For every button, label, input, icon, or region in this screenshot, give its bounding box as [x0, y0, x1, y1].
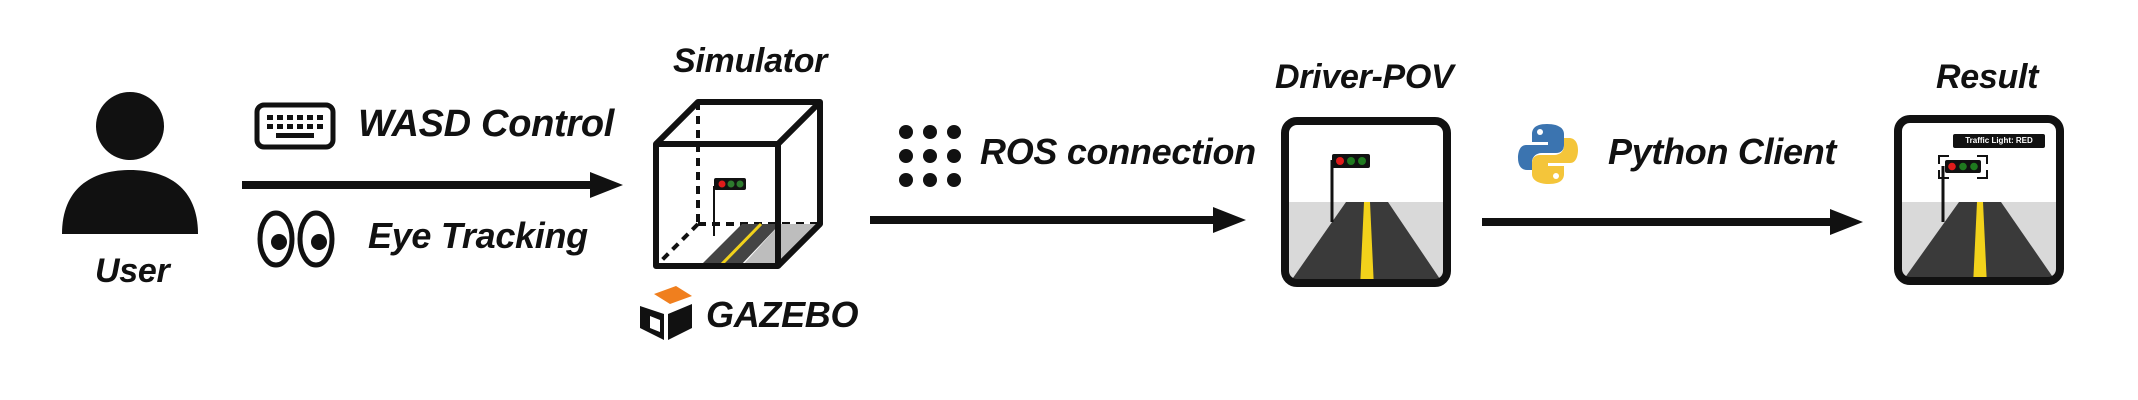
python-client-label: Python Client — [1608, 131, 1837, 172]
result-label: Result — [1936, 58, 2039, 96]
eye-tracking-label: Eye Tracking — [368, 215, 588, 256]
simulator-label: Simulator — [673, 42, 828, 80]
ros-connection-label: ROS connection — [980, 131, 1256, 172]
result-view: Traffic Light: RED — [1893, 114, 2065, 286]
eyes-icon — [257, 210, 335, 268]
arrow-pov-to-result — [1482, 209, 1863, 235]
ros-dots-icon — [899, 125, 961, 187]
wasd-control-label: WASD Control — [358, 103, 615, 145]
driver-pov-label: Driver-POV — [1275, 58, 1454, 96]
driver-pov-view — [1281, 117, 1451, 287]
cube-icon — [653, 99, 823, 269]
user-label: User — [95, 252, 170, 290]
result-scene — [1894, 115, 2064, 285]
python-logo — [1518, 124, 1578, 184]
gazebo-logo — [640, 286, 692, 340]
traffic-light-result-text: Traffic Light: RED — [1965, 136, 2033, 145]
arrow-user-to-simulator — [242, 172, 623, 198]
gazebo-label: GAZEBO — [706, 294, 859, 335]
arrow-simulator-to-pov — [870, 207, 1246, 233]
keyboard-icon — [254, 102, 336, 150]
person-icon — [62, 92, 198, 234]
